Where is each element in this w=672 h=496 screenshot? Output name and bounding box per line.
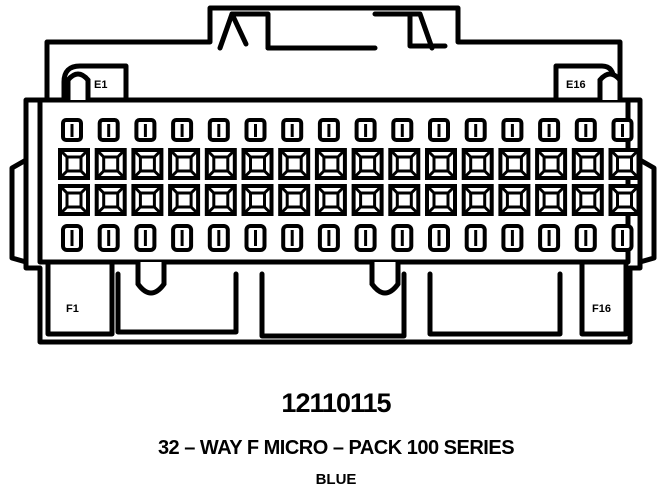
terminal-cavity-inner (616, 155, 633, 173)
terminal-cavity-bevel (317, 150, 344, 178)
terminal-cavity-inner (542, 155, 560, 173)
terminal-cavity-inner (579, 155, 597, 173)
latch-ear-right (597, 71, 623, 100)
terminal-cavity-inner (212, 155, 230, 173)
terminal-cavity-bevel (134, 186, 161, 214)
terminal-cavity-bevel (427, 150, 455, 178)
terminal-cavity-bevel (244, 186, 271, 214)
terminal-cavity-bevel (611, 186, 638, 214)
terminal-cavity-inner (432, 155, 450, 173)
terminal-cavity-inner (469, 155, 487, 173)
terminal-cavity-bevel (97, 150, 124, 178)
terminal-cavity-bevel (97, 186, 124, 214)
terminal-cavity-inner (175, 155, 193, 173)
terminal-cavity-inner (432, 191, 450, 209)
terminal-cavity-bevel (171, 150, 198, 178)
terminal-cavity-bevel (60, 150, 88, 178)
pin-label-e1: E1 (94, 79, 107, 91)
terminal-cavity-inner (395, 191, 413, 209)
terminal-cavity-inner (285, 155, 303, 173)
key-bump-left (135, 262, 167, 296)
terminal-cavity-bevel (391, 150, 418, 178)
part-number: 12110115 (281, 388, 391, 418)
terminal-cavity-bevel (207, 150, 234, 178)
terminal-cavity-bevel (501, 186, 528, 214)
terminal-cavity-inner (322, 155, 340, 173)
terminal-cavity-bevel (464, 150, 491, 178)
terminal-cavity-bevel (538, 186, 565, 214)
connector-housing (9, 5, 657, 345)
connector-color: BLUE (315, 471, 357, 488)
terminal-cavity-bevel (281, 186, 308, 214)
terminal-cavity-inner (542, 191, 560, 209)
terminal-cavity-bevel (207, 186, 234, 214)
terminal-cavity-inner (469, 191, 487, 209)
terminal-cavity-inner (249, 155, 266, 173)
connector-description: 32 – WAY F MICRO – PACK 100 SERIES (157, 437, 515, 459)
pin-label-e16: E16 (566, 79, 586, 91)
pin-label-f16: F16 (592, 303, 611, 315)
terminal-cavity-bevel (134, 150, 161, 178)
terminal-cavity-bevel (281, 150, 308, 178)
terminal-cavity-bevel (574, 186, 601, 214)
terminal-cavity-inner (65, 155, 83, 173)
terminal-cavity-inner (212, 191, 230, 209)
terminal-cavity-bevel (501, 150, 528, 178)
terminal-cavity-inner (285, 191, 303, 209)
terminal-cavity-inner (138, 155, 156, 173)
terminal-cavity-inner (579, 191, 597, 209)
terminal-cavity-bevel (464, 186, 491, 214)
terminal-cavity-inner (322, 191, 340, 209)
terminal-cavity-bevel (171, 186, 198, 214)
terminal-cavity-inner (65, 191, 83, 209)
terminal-cavity-inner (359, 155, 377, 173)
latch-ears (65, 71, 623, 100)
terminal-cavity-bevel (538, 150, 565, 178)
terminal-cavity-bevel (60, 186, 88, 214)
terminal-cavity-inner (359, 191, 377, 209)
cavity-grid (58, 118, 641, 252)
latch-ear-left (65, 71, 91, 100)
terminal-cavity-bevel (391, 186, 418, 214)
terminal-cavity-inner (505, 155, 523, 173)
terminal-cavity-bevel (244, 150, 271, 178)
terminal-cavity-bevel (574, 150, 601, 178)
terminal-cavity-inner (249, 191, 266, 209)
terminal-cavity-inner (102, 155, 120, 173)
terminal-cavity-bevel (354, 150, 381, 178)
pin-label-f1: F1 (66, 303, 79, 315)
terminal-cavity-inner (395, 155, 413, 173)
terminal-cavity-inner (138, 191, 156, 209)
terminal-cavity-bevel (354, 186, 381, 214)
terminal-cavity-inner (175, 191, 193, 209)
key-bump-center (369, 262, 401, 296)
key-bumps (135, 262, 401, 296)
terminal-cavity-bevel (317, 186, 344, 214)
terminal-cavity-inner (616, 191, 633, 209)
terminal-cavity-inner (505, 191, 523, 209)
terminal-cavity-bevel (611, 150, 638, 178)
terminal-cavity-inner (102, 191, 120, 209)
terminal-cavity-bevel (427, 186, 455, 214)
